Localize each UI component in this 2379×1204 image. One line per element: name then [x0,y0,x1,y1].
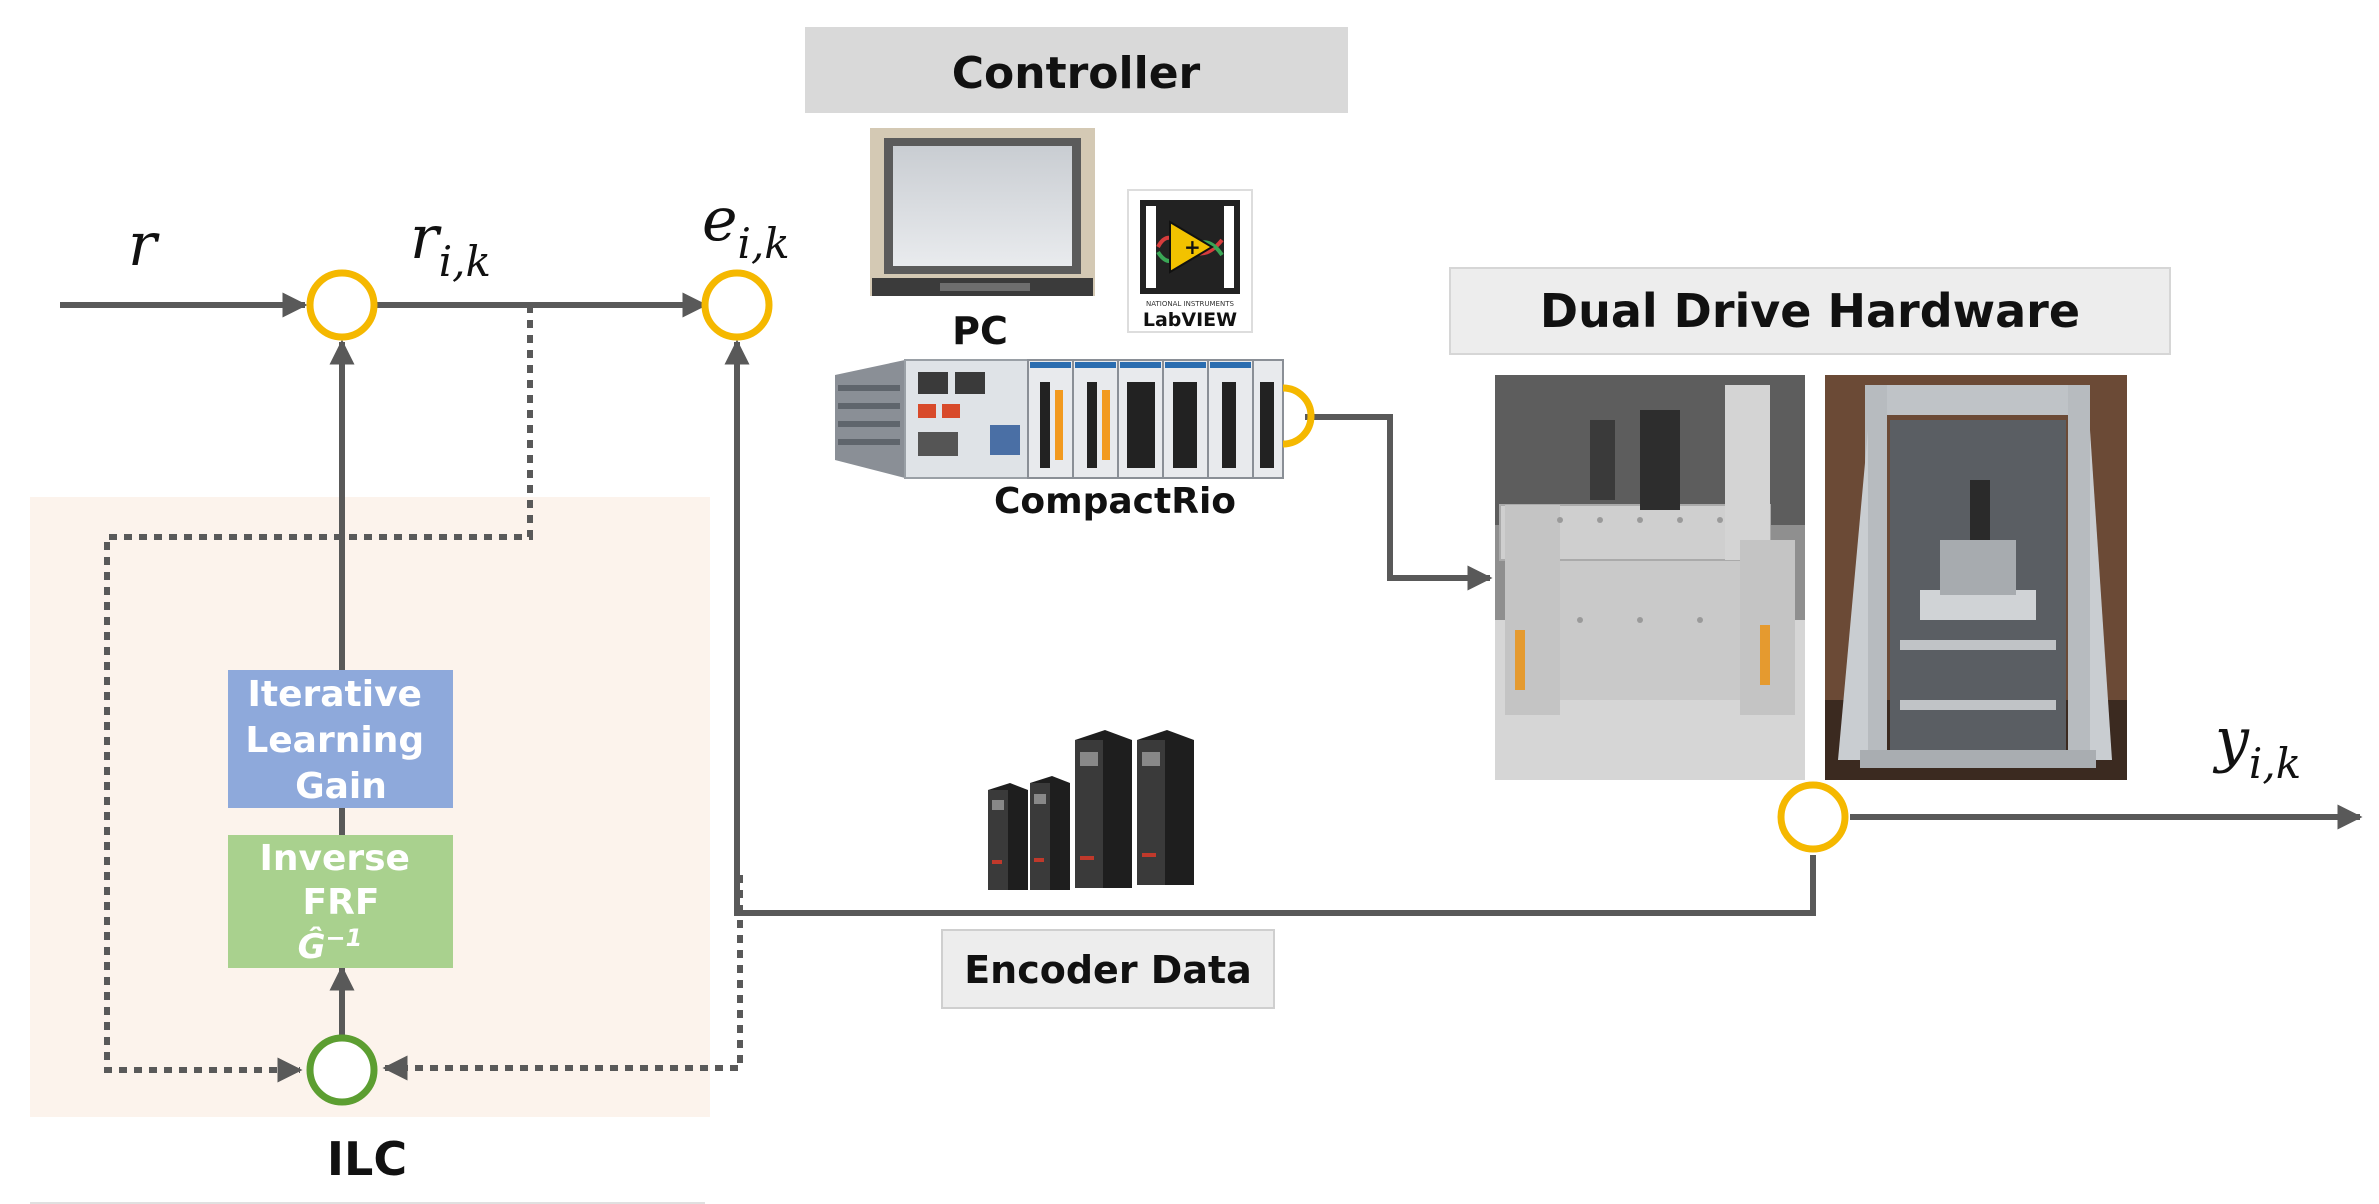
summing-junction-e [701,269,773,341]
encoder-data-label-box [941,929,1275,1009]
dual-drive-label: Dual Drive Hardware [1540,284,2080,338]
svg-text:+: + [1184,235,1201,259]
signal-r-ik-sub: i,k [439,237,491,286]
pc-label: PC [952,309,1008,353]
compactrio-icon [835,359,1315,479]
gain-line-3: Gain [295,766,387,807]
dotted-reference-path [104,305,533,1083]
labview-name: LabVIEW [1143,309,1237,331]
dual-drive-label-box [1449,267,2171,355]
signal-e-ik: e [702,185,738,255]
labview-logo: + NATIONAL INSTRUMENTS LabVIEW [1127,189,1253,333]
signal-r-ik: r [410,203,442,273]
gain-line-1: Iterative [247,674,422,715]
gantry-photo [1495,375,1805,780]
signal-y-ik: y [2212,705,2250,775]
ilc-junction [306,1034,378,1106]
frf-line-1: Inverse [259,838,410,879]
svg-text:Iterative Learning Gai: Iterative Learning Gain [245,674,436,807]
dotted-error-path [382,875,743,1081]
servo-drives-icon [988,730,1194,890]
output-junction [1777,781,1849,853]
inverse-frf-block [228,835,453,968]
controller-label-box [805,27,1348,113]
gain-line-2: Learning [245,720,424,761]
frame-photo [1825,375,2127,780]
svg-text:ri,k: ri,k [410,203,491,286]
feedback-arrow [724,339,1816,916]
frf-symbol: Ĝ [298,926,326,967]
svg-text:Inverse FRF: Inverse FRF [259,838,422,923]
encoder-data-label: Encoder Data [964,948,1252,992]
controller-label: Controller [952,48,1201,99]
signal-y-ik-sub: i,k [2249,739,2301,788]
actuation-arrow [1305,414,1493,591]
ilc-label: ILC [327,1132,407,1186]
frf-line-2: FRF [303,882,380,923]
compactrio-label: CompactRio [994,481,1236,522]
laptop-icon [870,128,1095,296]
frf-symbol-sup: −1 [326,924,363,952]
signal-e-ik-sub: i,k [738,219,790,268]
summing-junction-r [306,269,378,341]
svg-text:yi,k: yi,k [2212,705,2301,788]
svg-text:Ĝ−1: Ĝ−1 [298,924,363,967]
labview-top-text: NATIONAL INSTRUMENTS [1146,300,1234,308]
iterative-learning-gain-block [228,670,453,808]
signal-r: r [128,210,160,280]
svg-text:ei,k: ei,k [702,185,790,268]
